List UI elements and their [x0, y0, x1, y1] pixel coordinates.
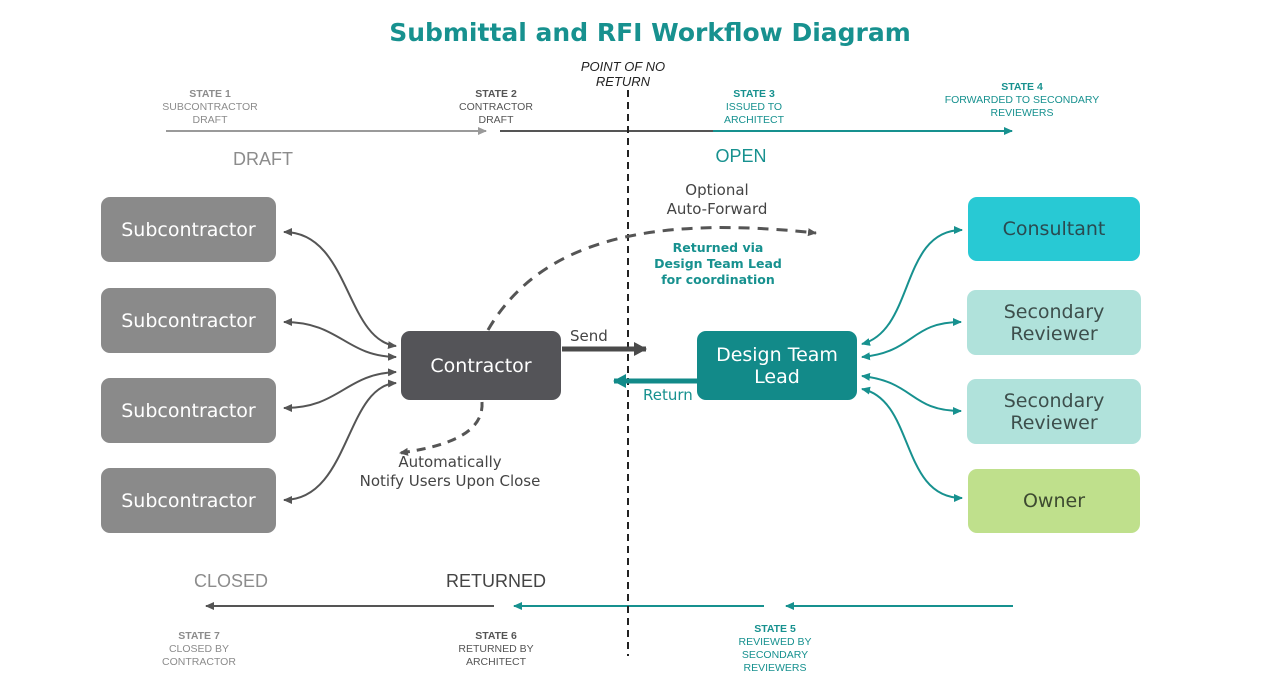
returned-via-line2: Design Team Lead: [654, 256, 782, 271]
subcontractor-node-1[interactable]: Subcontractor: [101, 197, 276, 262]
dtl-line1: Design Team: [716, 343, 838, 366]
state-7-label: STATE 7 CLOSED BY CONTRACTOR: [114, 630, 284, 669]
dtl-owner-link: [861, 386, 963, 502]
subcontractor-node-4[interactable]: Subcontractor: [101, 468, 276, 533]
state-7-title: STATE 7: [178, 630, 220, 642]
optional-forward-note: Optional Auto-Forward: [637, 181, 797, 219]
optional-forward-line1: Optional: [685, 181, 749, 199]
state-3-desc1: ISSUED TO: [725, 101, 783, 113]
returned-via-line1: Returned via: [672, 240, 764, 255]
dtl-line2: Lead: [754, 365, 800, 388]
state-4-label: STATE 4 FORWARDED TO SECONDARY REVIEWERS: [922, 81, 1122, 120]
state-2-desc1: CONTRACTOR: [459, 101, 533, 113]
owner-node[interactable]: Owner: [968, 469, 1140, 533]
state-5-desc3: REVIEWERS: [743, 662, 807, 674]
state-3-title: STATE 3: [733, 88, 775, 100]
notify-line1: Automatically: [398, 453, 502, 471]
returned-via-line3: for coordination: [661, 272, 775, 287]
diagram-title: Submittal and RFI Workflow Diagram: [389, 18, 911, 47]
state-2-label: STATE 2 CONTRACTOR DRAFT: [411, 88, 581, 127]
sub4-contractor-link: [283, 379, 397, 504]
secondary-reviewer-node-1[interactable]: Secondary Reviewer: [967, 290, 1141, 355]
secondary-1-line2: Reviewer: [1010, 322, 1098, 345]
subcontractor-node-3[interactable]: Subcontractor: [101, 378, 276, 443]
optional-forward-line2: Auto-Forward: [666, 200, 768, 218]
state-1-title: STATE 1: [189, 88, 231, 100]
state-2-title: STATE 2: [475, 88, 517, 100]
state-6-desc1: RETURNED BY: [458, 643, 534, 655]
returned-via-note: Returned via Design Team Lead for coordi…: [638, 240, 798, 288]
send-label: Send: [570, 327, 608, 345]
secondary-reviewer-node-2[interactable]: Secondary Reviewer: [967, 379, 1141, 444]
secondary-2-line1: Secondary: [1003, 389, 1105, 412]
state-6-title: STATE 6: [475, 630, 517, 642]
state-2-desc2: DRAFT: [478, 114, 514, 126]
secondary-2-line2: Reviewer: [1010, 411, 1098, 434]
state-4-desc2: REVIEWERS: [990, 107, 1054, 119]
state-5-label: STATE 5 REVIEWED BY SECONDARY REVIEWERS: [690, 623, 860, 675]
state-3-label: STATE 3 ISSUED TO ARCHITECT: [669, 88, 839, 127]
state-6-desc2: ARCHITECT: [465, 656, 527, 668]
state-5-desc1: REVIEWED BY: [738, 636, 812, 648]
notify-note: Automatically Notify Users Upon Close: [340, 453, 560, 491]
contractor-node[interactable]: Contractor: [401, 331, 561, 400]
return-label: Return: [643, 386, 693, 404]
secondary-1-line1: Secondary: [1003, 300, 1105, 323]
sub1-contractor-link: [283, 228, 397, 350]
state-7-desc2: CONTRACTOR: [162, 656, 236, 668]
ponr-line1: POINT OF NO: [580, 59, 666, 74]
dtl-secondary1-link: [861, 318, 962, 361]
optional-forward-arrow: [486, 226, 817, 331]
phase-returned: RETURNED: [445, 571, 546, 591]
notify-line2: Notify Users Upon Close: [359, 472, 541, 490]
dtl-secondary2-link: [861, 372, 962, 415]
state-7-desc1: CLOSED BY: [168, 643, 230, 655]
notify-arrow: [399, 401, 484, 456]
phase-closed: CLOSED: [193, 571, 269, 591]
design-team-lead-node[interactable]: Design Team Lead: [697, 331, 857, 400]
subcontractor-node-2[interactable]: Subcontractor: [101, 288, 276, 353]
state-4-title: STATE 4: [1001, 81, 1043, 93]
point-of-no-return-label: POINT OF NO RETURN: [563, 59, 683, 89]
state-6-label: STATE 6 RETURNED BY ARCHITECT: [411, 630, 581, 669]
phase-draft: DRAFT: [233, 149, 293, 169]
state-1-label: STATE 1 SUBCONTRACTOR DRAFT: [125, 88, 295, 127]
state-5-title: STATE 5: [754, 623, 796, 635]
sub2-contractor-link: [283, 318, 397, 361]
dtl-consultant-link: [861, 226, 963, 346]
state-1-desc2: DRAFT: [192, 114, 228, 126]
state-1-desc1: SUBCONTRACTOR: [162, 101, 258, 113]
state-3-desc2: ARCHITECT: [723, 114, 785, 126]
state-5-desc2: SECONDARY: [741, 649, 809, 661]
consultant-node[interactable]: Consultant: [968, 197, 1140, 261]
state-4-desc1: FORWARDED TO SECONDARY: [944, 94, 1100, 106]
ponr-line2: RETURN: [595, 74, 651, 89]
phase-open: OPEN: [715, 146, 767, 166]
